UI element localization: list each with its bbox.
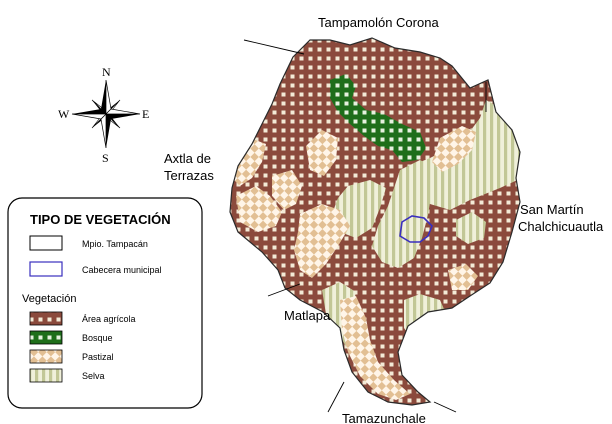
legend-vegetation-heading: Vegetación (22, 293, 76, 305)
neighbor-label-north: Tampamolón Corona (318, 15, 439, 30)
compass-north-label: N (102, 65, 111, 79)
leader-lines (243, 39, 487, 413)
pastizal-zone-diagonal (294, 204, 350, 278)
leader-line-south-left (327, 381, 345, 413)
pastizal-zone-southwest (236, 186, 282, 232)
legend-swatch-municipio (29, 235, 63, 251)
pastizal-zone-west-mid (272, 170, 302, 210)
leader-line-north (243, 39, 305, 55)
legend-swatch-agricola (29, 311, 63, 326)
neighbor-label-east-1: San Martín (520, 202, 584, 217)
neighbor-label-west-1: Axtla de (164, 151, 211, 166)
legend: TIPO DE VEGETACIÓN Mpio. Tampacán Cabece… (7, 197, 203, 409)
compass-rose: N S E W (58, 65, 149, 165)
compass-star-icon (71, 79, 141, 149)
legend-label-municipio: Mpio. Tampacán (82, 239, 148, 249)
pastizal-zone-river (432, 126, 476, 172)
legend-label-pastizal: Pastizal (82, 352, 114, 362)
pastizal-zone-center-north (306, 130, 338, 176)
bosque-zone (330, 74, 426, 162)
compass-south-label: S (102, 151, 109, 165)
compass-east-label: E (142, 107, 149, 121)
legend-swatch-bosque (29, 330, 63, 345)
legend-label-bosque: Bosque (82, 333, 113, 343)
compass-west-label: W (58, 107, 70, 121)
legend-swatch-selva (29, 368, 63, 383)
legend-swatch-pastizal (29, 349, 63, 364)
legend-title: TIPO DE VEGETACIÓN (30, 212, 171, 227)
neighbor-label-southwest: Matlapa (284, 308, 331, 323)
selva-zone-small (456, 212, 486, 244)
legend-label-cabecera: Cabecera municipal (82, 265, 162, 275)
municipio-boundary (229, 37, 521, 406)
legend-swatch-cabecera (29, 261, 63, 277)
selva-zone-center (372, 160, 440, 268)
legend-label-selva: Selva (82, 371, 105, 381)
municipality-map (230, 38, 520, 405)
neighbor-label-south: Tamazunchale (342, 411, 426, 424)
pastizal-zone-south-small (448, 264, 478, 290)
legend-label-agricola: Área agrícola (82, 314, 136, 324)
leader-line-south-right (433, 401, 457, 413)
neighbor-label-west-2: Terrazas (164, 168, 214, 183)
cabecera-municipal-outline (399, 215, 433, 243)
leader-line-southwest (267, 283, 301, 297)
neighbor-label-east-2: Chalchicuautla (518, 219, 604, 234)
pastizal-zone-south-strip (340, 296, 410, 400)
